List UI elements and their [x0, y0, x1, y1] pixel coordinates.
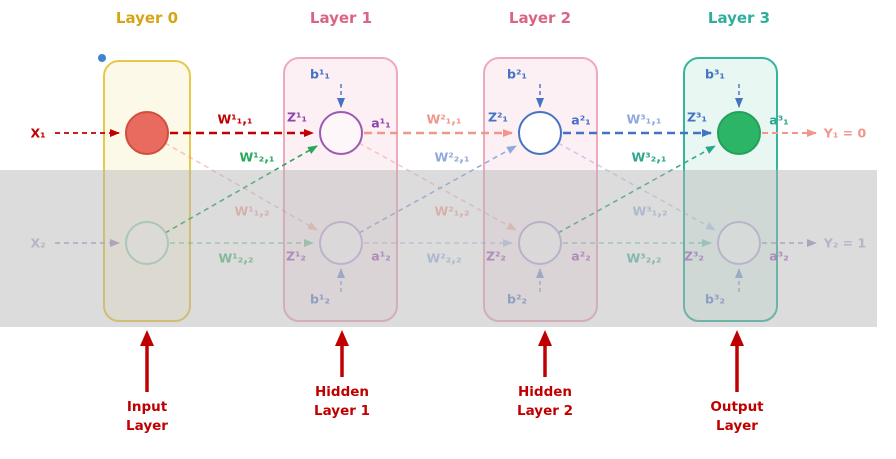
layer0-title: Layer 0: [115, 9, 179, 27]
weight-w3-11-label: W³₁,₁: [626, 111, 662, 127]
preact-z2-2-label: Z²₂: [485, 248, 507, 264]
arrow-w2-12: [358, 142, 517, 231]
weight-w2-22-label: W²₂,₂: [426, 250, 462, 266]
weight-w1-22-label: W¹₂,₂: [218, 250, 254, 266]
arrow-w1-21: [164, 145, 318, 234]
preact-z3-1-label: Z³₁: [686, 109, 708, 125]
layer1-title: Layer 1: [309, 9, 373, 27]
weight-w1-21-label: W¹₂,₁: [239, 149, 275, 165]
node-output-1: [717, 111, 761, 155]
activation-a1-2-label: a¹₂: [371, 248, 391, 264]
preact-z2-1-label: Z²₁: [487, 109, 509, 125]
weight-w1-11-label: W¹₁,₁: [217, 111, 253, 127]
annotation-hidden-layer2: Hidden Layer 2: [516, 384, 573, 419]
annotation-output-layer: Output Layer: [710, 399, 764, 434]
node-hidden2-2: [518, 221, 562, 265]
bias-b1-2-label: b¹₂: [310, 291, 330, 307]
node-hidden1-2: [319, 221, 363, 265]
arrow-w3-12: [557, 142, 716, 231]
weight-w2-21-label: W²₂,₁: [434, 149, 470, 165]
input-x2-label: X₂: [30, 235, 46, 251]
preact-z1-2-label: Z¹₂: [285, 248, 307, 264]
preact-z3-2-label: Z³₂: [683, 248, 705, 264]
bias-b3-1-label: b³₁: [705, 66, 725, 82]
output-y1-label: Y₁ = 0: [823, 125, 867, 141]
bias-b3-2-label: b³₂: [705, 291, 725, 307]
node-hidden2-1: [518, 111, 562, 155]
annotation-hidden-layer1: Hidden Layer 1: [313, 384, 370, 419]
arrow-w3-21: [557, 145, 716, 234]
bias-b2-2-label: b²₂: [507, 291, 527, 307]
preact-z1-1-label: Z¹₁: [286, 109, 308, 125]
arrow-w1-12: [164, 142, 318, 231]
activation-a3-1-label: a³₁: [769, 112, 789, 128]
weight-w2-12-label: W²₁,₂: [434, 203, 470, 219]
activation-a3-2-label: a³₂: [769, 248, 789, 264]
layer3-box: [683, 57, 778, 322]
activation-a1-1-label: a¹₁: [371, 115, 391, 131]
weight-w3-12-label: W³₁,₂: [632, 203, 668, 219]
bias-b2-1-label: b²₁: [507, 66, 527, 82]
node-output-2: [717, 221, 761, 265]
weight-w3-22-label: W³₂,₂: [626, 250, 662, 266]
layer0-box: [103, 60, 191, 322]
input-x1-label: X₁: [30, 125, 46, 141]
annotation-input-layer: Input Layer: [126, 399, 168, 434]
weight-w2-11-label: W²₁,₁: [426, 111, 462, 127]
layer2-title: Layer 2: [508, 9, 572, 27]
output-y2-label: Y₂ = 1: [823, 235, 867, 251]
node-input-2: [125, 221, 169, 265]
activation-a2-1-label: a²₁: [571, 112, 591, 128]
selection-dot: [98, 54, 106, 62]
node-hidden1-1: [319, 111, 363, 155]
bias-b1-1-label: b¹₁: [310, 66, 330, 82]
weight-w3-21-label: W³₂,₁: [631, 149, 667, 165]
arrow-w2-21: [358, 145, 517, 234]
layer3-title: Layer 3: [707, 9, 771, 27]
node-input-1: [125, 111, 169, 155]
weight-w1-12-label: W¹₁,₂: [234, 203, 270, 219]
activation-a2-2-label: a²₂: [571, 248, 591, 264]
